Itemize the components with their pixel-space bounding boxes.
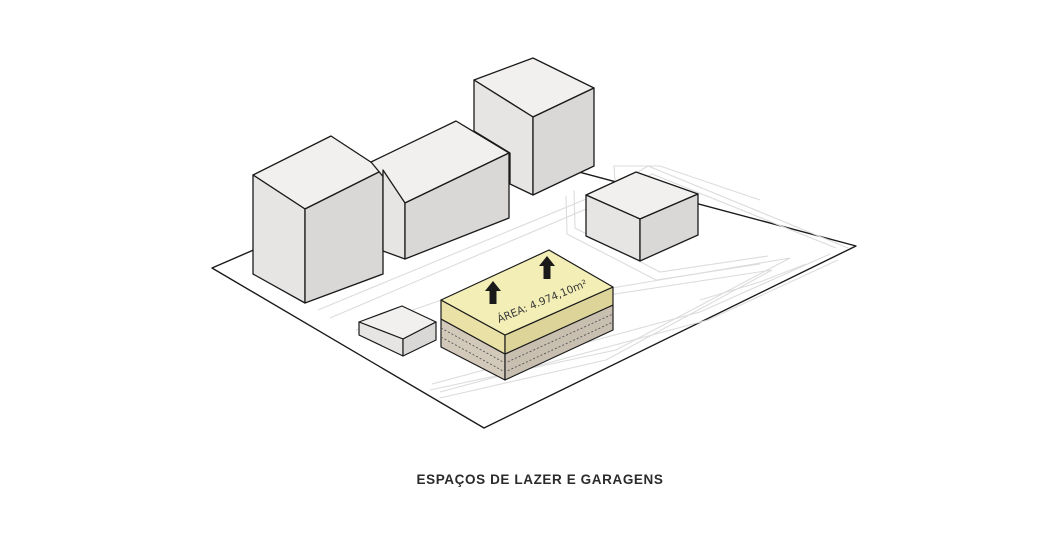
building-right-face [639,193,699,262]
building-right-face [304,169,384,304]
building-small-right [585,171,699,262]
building-right-tower [473,57,595,196]
leisure-area-top [440,249,614,336]
path-line [699,263,807,301]
building-right-face [532,87,595,196]
arrow-up-icon [485,281,501,304]
building-left-tower [252,135,384,304]
up-arrows [485,256,555,304]
arrow-up-icon [539,256,555,279]
diagram-caption: ESPAÇOS DE LAZER E GARAGENS [416,472,664,487]
highlighted-building [440,249,614,381]
building-low-block [358,305,437,357]
building-middle-block [370,120,510,260]
building-right-face [402,321,437,357]
garage-level-dividers [440,313,614,373]
building-right-face [404,152,510,260]
